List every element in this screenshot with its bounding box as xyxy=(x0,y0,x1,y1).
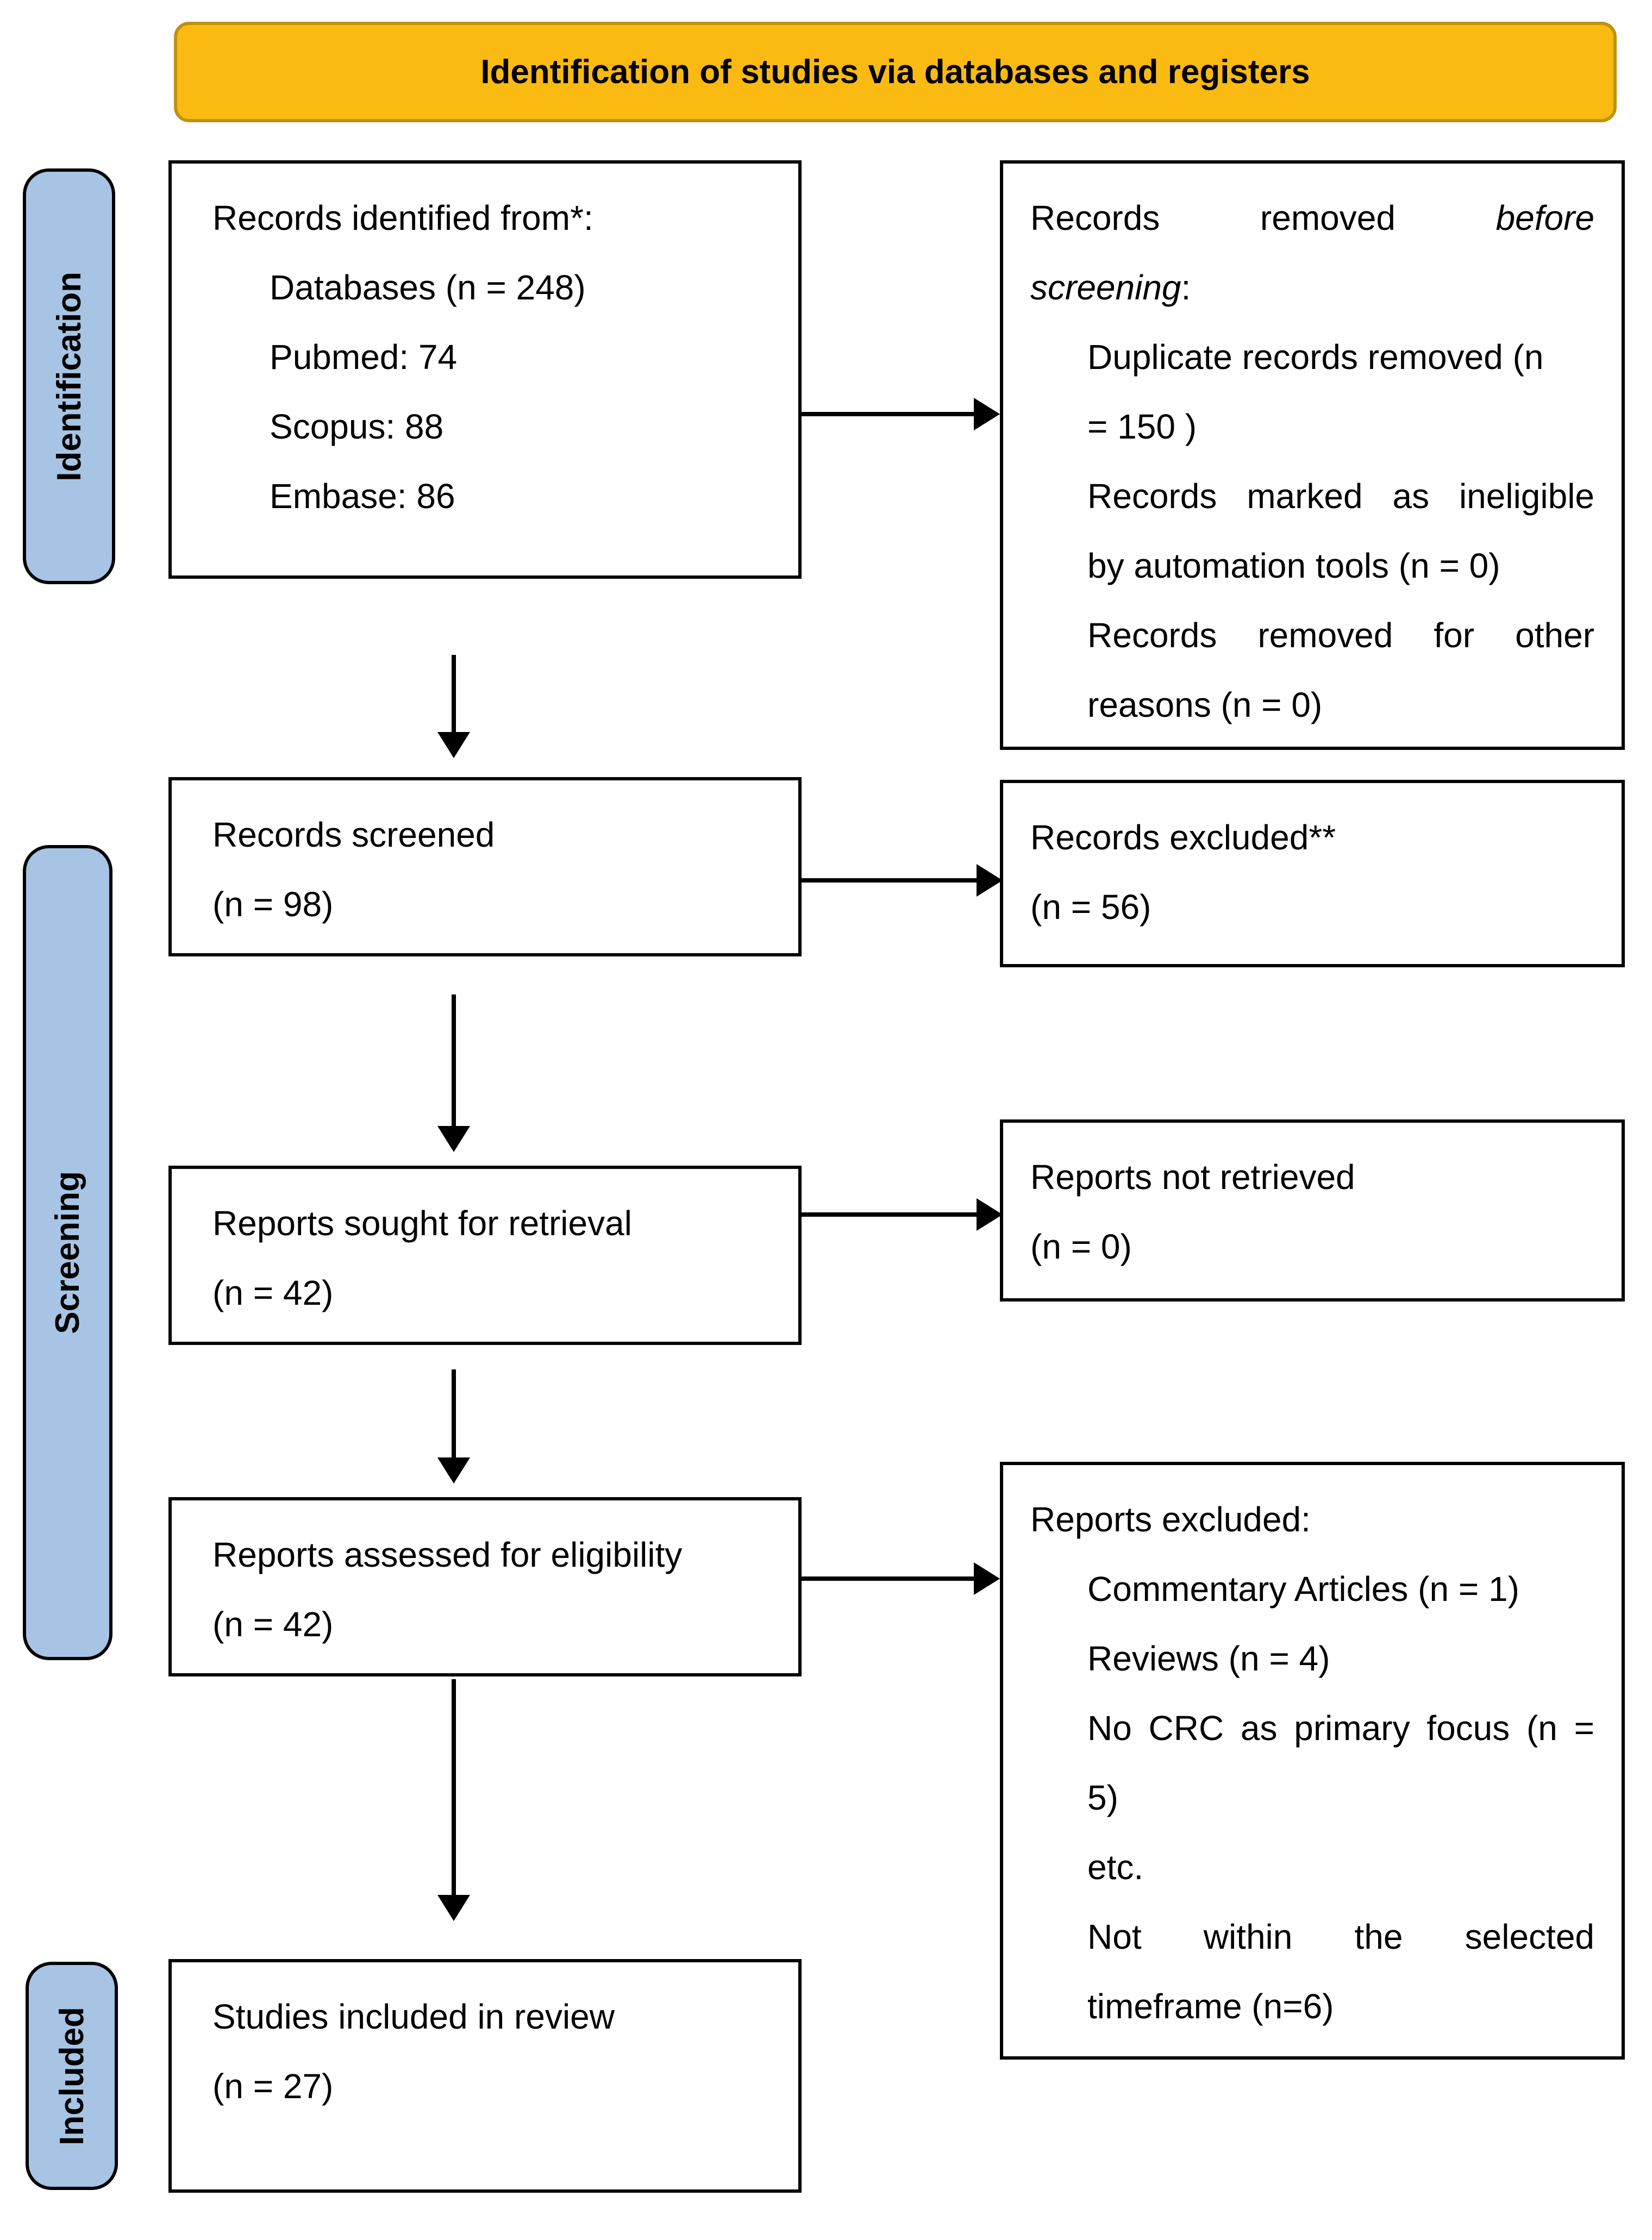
text-line: Records marked as ineligible xyxy=(1087,477,1594,516)
text-line: screening: xyxy=(1030,253,1594,322)
text-line: Records excluded** xyxy=(1030,818,1336,857)
text-line: = 150 ) xyxy=(1087,407,1197,446)
text-line: Commentary Articles (n = 1) xyxy=(1087,1569,1519,1609)
arrow-shaft xyxy=(802,412,979,416)
arrow-sought-to-assessed xyxy=(437,1369,470,1484)
text-line: Records screened xyxy=(212,815,495,854)
box-records-screened: Records screened (n = 98) xyxy=(168,777,802,956)
text-line: Studies included in review xyxy=(212,1997,615,2036)
box-reports-sought: Reports sought for retrieval (n = 42) xyxy=(168,1166,802,1345)
text-line: etc. xyxy=(1087,1848,1144,1887)
text-line: Reports excluded: xyxy=(1030,1500,1311,1539)
text-line: Not within the selected xyxy=(1087,1917,1594,1956)
box-studies-included: Studies included in review (n = 27) xyxy=(168,1959,802,2193)
box-records-removed-before-screening: Records removed before screening: Duplic… xyxy=(1000,160,1625,750)
arrow-shaft xyxy=(452,655,456,737)
stage-label-text: Identification xyxy=(50,271,88,481)
text-line: Duplicate records removed (n xyxy=(1087,337,1544,377)
text-segment: Records removed xyxy=(1030,198,1396,237)
text-line: 5) xyxy=(1087,1778,1118,1817)
arrow-shaft xyxy=(452,1369,456,1463)
arrowhead-right-icon xyxy=(977,864,1003,897)
text-line: (n = 98) xyxy=(212,885,334,924)
text-line: (n = 56) xyxy=(1030,887,1152,927)
arrowhead-down-icon xyxy=(437,1895,470,1921)
stage-label-text: Screening xyxy=(49,1171,86,1334)
arrowhead-right-icon xyxy=(974,1562,1000,1595)
arrowhead-down-icon xyxy=(437,1126,470,1152)
arrow-identified-to-screened xyxy=(437,655,470,758)
arrowhead-down-icon xyxy=(437,732,470,758)
text-line: Databases (n = 248) xyxy=(270,268,586,307)
text-line: (n = 42) xyxy=(212,1605,334,1644)
arrowhead-down-icon xyxy=(437,1457,470,1484)
arrow-identified-to-removed xyxy=(802,398,1000,430)
text-line: (n = 42) xyxy=(212,1273,334,1312)
text-line: Records removed before xyxy=(1030,183,1594,253)
text-line: Records identified from*: xyxy=(212,198,593,237)
stage-label-included: Included xyxy=(26,1962,118,2190)
text-line: timeframe (n=6) xyxy=(1087,1987,1334,2026)
stage-label-text: Included xyxy=(53,2006,91,2145)
arrow-shaft xyxy=(802,1576,979,1581)
arrow-shaft xyxy=(452,1679,456,1900)
arrow-shaft xyxy=(452,994,456,1131)
box-reports-excluded: Reports excluded: Commentary Articles (n… xyxy=(1000,1462,1625,2060)
arrow-shaft xyxy=(802,1212,982,1217)
stage-label-screening: Screening xyxy=(23,845,112,1660)
text-line: by automation tools (n = 0) xyxy=(1087,546,1500,585)
text-line: No CRC as primary focus (n = xyxy=(1087,1709,1594,1748)
text-line: Reports not retrieved xyxy=(1030,1157,1355,1197)
arrowhead-right-icon xyxy=(974,398,1000,430)
text-line: Reviews (n = 4) xyxy=(1087,1639,1330,1678)
text-line: (n = 27) xyxy=(212,2067,334,2106)
text-line: Pubmed: 74 xyxy=(270,337,458,377)
arrow-shaft xyxy=(802,878,982,883)
text-segment-italic: before xyxy=(1495,198,1594,237)
stage-label-identification: Identification xyxy=(23,168,115,584)
arrow-sought-to-not-retrieved xyxy=(802,1198,1003,1231)
text-line: (n = 0) xyxy=(1030,1227,1132,1266)
arrow-assessed-to-studies-included xyxy=(437,1679,470,1921)
box-records-excluded: Records excluded** (n = 56) xyxy=(1000,780,1625,967)
arrow-screened-to-sought xyxy=(437,994,470,1152)
box-reports-not-retrieved: Reports not retrieved (n = 0) xyxy=(1000,1119,1625,1302)
box-records-identified: Records identified from*: Databases (n =… xyxy=(168,160,802,579)
text-segment-italic: screening xyxy=(1030,268,1181,307)
text-line: Records removed for other xyxy=(1087,616,1594,655)
arrow-screened-to-excluded xyxy=(802,864,1003,897)
text-line: Reports assessed for eligibility xyxy=(212,1535,683,1574)
banner-title: Identification of studies via databases … xyxy=(174,22,1617,122)
box-reports-assessed: Reports assessed for eligibility (n = 42… xyxy=(168,1497,802,1676)
text-segment: : xyxy=(1181,268,1191,307)
text-line: Reports sought for retrieval xyxy=(212,1204,632,1243)
text-line: Scopus: 88 xyxy=(270,407,444,446)
text-line: reasons (n = 0) xyxy=(1087,685,1323,724)
text-line: Embase: 86 xyxy=(270,477,455,516)
arrowhead-right-icon xyxy=(977,1198,1003,1231)
arrow-assessed-to-reports-excluded xyxy=(802,1562,1000,1595)
